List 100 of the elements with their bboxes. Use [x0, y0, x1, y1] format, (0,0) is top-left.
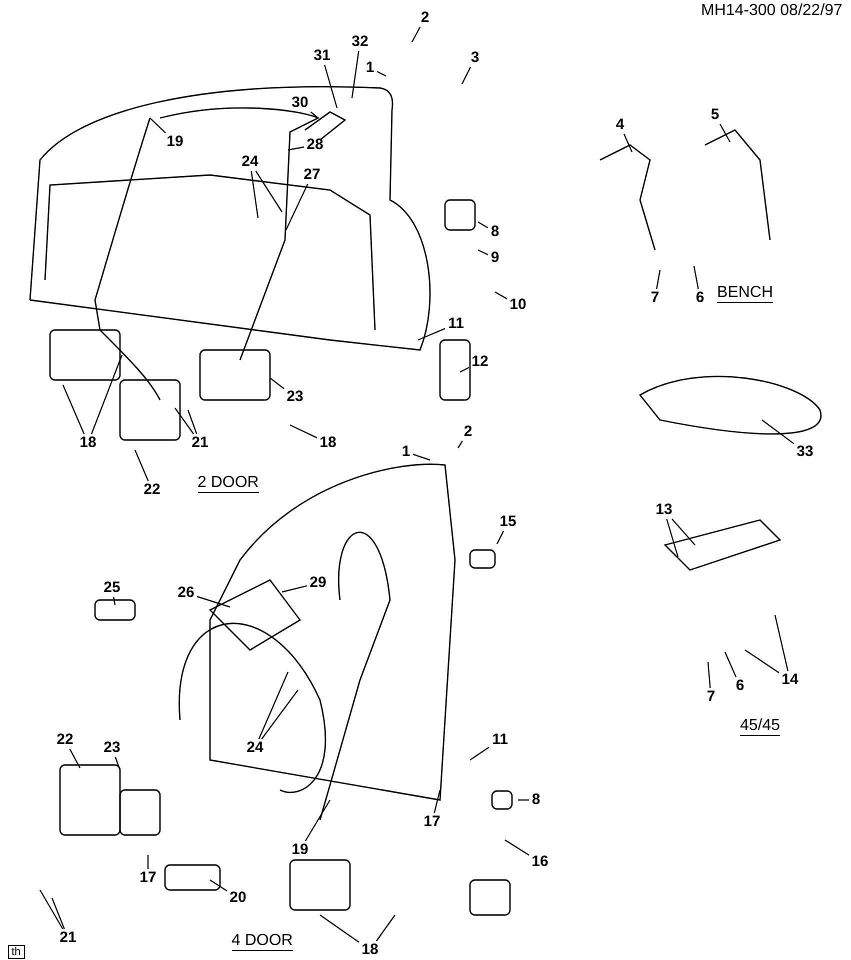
- leader-line: [719, 124, 731, 142]
- leader-line: [478, 221, 488, 228]
- note-tag: th: [8, 945, 25, 959]
- leader-line: [258, 672, 289, 740]
- callout-number: 20: [227, 889, 249, 907]
- callout-number: 18: [359, 941, 381, 959]
- leader-line: [478, 249, 488, 256]
- leader-line: [282, 585, 308, 593]
- callout-number: 27: [301, 166, 323, 184]
- leader-line: [114, 756, 121, 770]
- leader-line: [504, 840, 530, 856]
- callout-number: 24: [239, 153, 261, 171]
- leader-line: [69, 748, 81, 768]
- leader-line: [707, 662, 711, 688]
- callout-number: 15: [497, 513, 519, 531]
- leader-line: [261, 690, 298, 740]
- callout-number: 23: [101, 739, 123, 757]
- leader-line: [134, 450, 149, 482]
- leader-line: [672, 518, 696, 546]
- leader-line: [324, 64, 338, 108]
- leader-line: [90, 354, 123, 434]
- leader-line: [376, 914, 396, 942]
- leader-line: [113, 596, 116, 606]
- callout-number: 16: [529, 853, 551, 871]
- callout-number: 24: [244, 739, 266, 757]
- leader-line: [320, 914, 360, 943]
- leader-line: [418, 328, 446, 341]
- leader-line: [147, 855, 149, 869]
- callout-number: 25: [101, 579, 123, 597]
- callout-number: 28: [304, 136, 326, 154]
- leader-line: [187, 410, 198, 434]
- callout-number: 8: [529, 791, 543, 809]
- leader-line: [310, 112, 318, 118]
- callout-number: 18: [317, 434, 339, 452]
- callout-number: 2: [418, 9, 432, 27]
- callout-number: 6: [693, 289, 707, 307]
- callout-number: 33: [794, 443, 816, 461]
- callout-number: 21: [57, 929, 79, 947]
- view-label: BENCH: [717, 284, 774, 303]
- callout-number: 22: [141, 481, 163, 499]
- leader-line: [376, 70, 386, 77]
- callout-number: 30: [289, 94, 311, 112]
- leader-line: [434, 790, 441, 814]
- leader-line: [458, 440, 463, 448]
- callout-number: 4: [613, 116, 627, 134]
- callout-number: 31: [311, 47, 333, 65]
- callout-number: 7: [648, 289, 662, 307]
- leader-line: [196, 596, 230, 608]
- callout-number: 2: [461, 423, 475, 441]
- leader-line: [460, 366, 470, 373]
- leader-line: [39, 890, 64, 930]
- leader-line: [461, 66, 472, 84]
- callout-number: 13: [653, 501, 675, 519]
- callout-number: 29: [307, 574, 329, 592]
- leader-line: [150, 118, 166, 134]
- view-label: 45/45: [740, 717, 780, 736]
- callout-number: 32: [349, 33, 371, 51]
- leader-line: [774, 614, 788, 672]
- callout-number: 8: [488, 223, 502, 241]
- callout-number: 5: [708, 106, 722, 124]
- leader-line: [666, 518, 679, 558]
- callout-number: 22: [54, 731, 76, 749]
- callout-number: 23: [284, 388, 306, 406]
- callout-number: 11: [445, 315, 467, 333]
- leader-line: [62, 384, 85, 434]
- callout-number: 3: [468, 49, 482, 67]
- leader-line: [174, 408, 194, 434]
- callout-number: 19: [164, 133, 186, 151]
- leader-line: [693, 266, 699, 290]
- callout-number: 10: [507, 296, 529, 314]
- callout-number: 1: [363, 59, 377, 77]
- leader-line: [623, 134, 633, 152]
- view-label: 2 DOOR: [198, 474, 259, 493]
- leader-line: [412, 454, 430, 461]
- callout-number: 17: [137, 869, 159, 887]
- leader-line: [762, 420, 794, 444]
- callout-number: 1: [399, 443, 413, 461]
- drawing-number: MH14-300 08/22/97: [701, 2, 842, 20]
- callout-number: 11: [489, 731, 511, 749]
- leader-line: [724, 652, 737, 678]
- leader-line: [288, 146, 304, 151]
- callout-number: 9: [488, 249, 502, 267]
- callout-number: 19: [289, 841, 311, 859]
- leader-line: [656, 270, 661, 290]
- callout-number: 26: [175, 584, 197, 602]
- callout-number: 17: [421, 813, 443, 831]
- callout-number: 12: [469, 353, 491, 371]
- leader-line: [270, 378, 284, 390]
- leader-line: [494, 291, 508, 300]
- callout-number: 21: [189, 434, 211, 452]
- leader-line: [518, 799, 529, 801]
- leader-line: [470, 746, 490, 760]
- view-label: 4 DOOR: [232, 932, 293, 951]
- leader-line: [411, 26, 421, 42]
- callout-number: 7: [704, 688, 718, 706]
- leader-line: [496, 530, 504, 544]
- leader-line: [250, 170, 259, 218]
- leader-line: [285, 184, 308, 230]
- leader-line: [744, 650, 780, 674]
- leader-line: [351, 50, 360, 98]
